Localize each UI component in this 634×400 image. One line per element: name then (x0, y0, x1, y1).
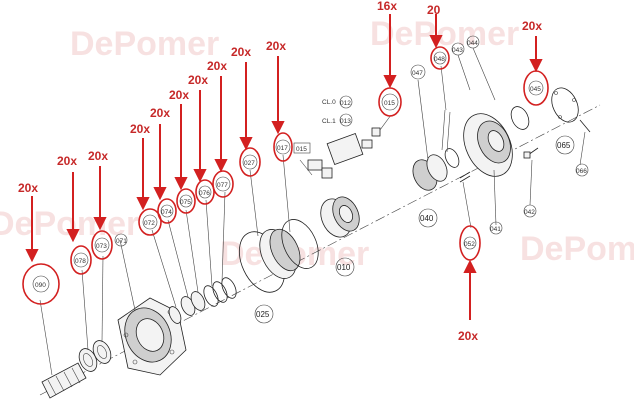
part-numbers: 090 078 073 071 072 074 075 076 077 027 … (32, 35, 589, 324)
label-047: 047 (412, 70, 423, 77)
shaft (41, 362, 87, 399)
label-074: 074 (161, 209, 172, 216)
label-040: 040 (420, 214, 434, 223)
red-arrows (25, 14, 543, 320)
screw-042 (523, 147, 539, 159)
oring-045 (510, 106, 530, 130)
distributor-010 (320, 196, 360, 238)
label-075: 075 (180, 199, 191, 206)
qty-078: 20x (57, 154, 77, 168)
rings-group (168, 277, 237, 324)
label-027: 027 (244, 160, 255, 167)
label-cl0: CL.0 (322, 99, 336, 106)
label-042: 042 (524, 209, 535, 216)
label-073: 073 (96, 243, 107, 250)
qty-048: 20 (427, 3, 441, 17)
qty-076: 20x (188, 73, 208, 87)
label-071: 071 (116, 238, 127, 245)
qty-077: 20x (207, 59, 227, 73)
label-010: 010 (337, 263, 351, 272)
screw-066 (579, 119, 591, 133)
qty-small-rings: 20x (266, 39, 286, 53)
label-048: 048 (434, 56, 445, 63)
spring-052 (459, 171, 471, 183)
bearing-073 (92, 340, 112, 364)
label-025: 025 (256, 310, 270, 319)
rotor-025 (238, 219, 319, 293)
qty-052: 20x (458, 329, 478, 343)
label-090: 090 (35, 282, 46, 289)
label-072: 072 (144, 220, 155, 227)
leader-lines (39, 47, 586, 376)
qty-074: 20x (150, 106, 170, 120)
qty-090: 20x (18, 181, 38, 195)
label-cl1: CL.1 (322, 118, 336, 125)
label-078: 078 (75, 258, 86, 265)
label-044: 044 (467, 40, 478, 47)
label-065: 065 (557, 141, 571, 150)
qty-015: 16x (377, 0, 397, 13)
label-013: 013 (340, 118, 351, 125)
label-076: 076 (199, 190, 210, 197)
label-017: 017 (277, 145, 288, 152)
label-015: 015 (384, 100, 395, 107)
valve-parts (307, 127, 381, 179)
label-043: 043 (452, 47, 463, 54)
quantity-labels: 20x 20x 20x 20x 20x 20x 20x 20x 20x 20x … (18, 0, 542, 343)
label-052: 052 (464, 241, 475, 248)
end-cover-041 (463, 113, 513, 177)
gear-set (412, 109, 460, 191)
label-012: 012 (340, 100, 351, 107)
label-041: 041 (490, 226, 501, 233)
label-015-box: 015 (296, 146, 307, 153)
qty-045: 20x (522, 19, 542, 33)
qty-072: 20x (130, 122, 150, 136)
label-045: 045 (530, 86, 541, 93)
qty-075: 20x (169, 88, 189, 102)
svg-text:DePomer: DePomer (370, 15, 519, 53)
centre-axis (39, 104, 601, 396)
svg-text:DePomer: DePomer (70, 25, 219, 63)
flange-housing (117, 297, 187, 376)
svg-text:DePom: DePom (520, 230, 634, 268)
qty-073: 20x (88, 149, 108, 163)
label-066: 066 (576, 168, 587, 175)
label-077: 077 (217, 182, 228, 189)
qty-027: 20x (231, 45, 251, 59)
cover-plate (551, 87, 579, 123)
